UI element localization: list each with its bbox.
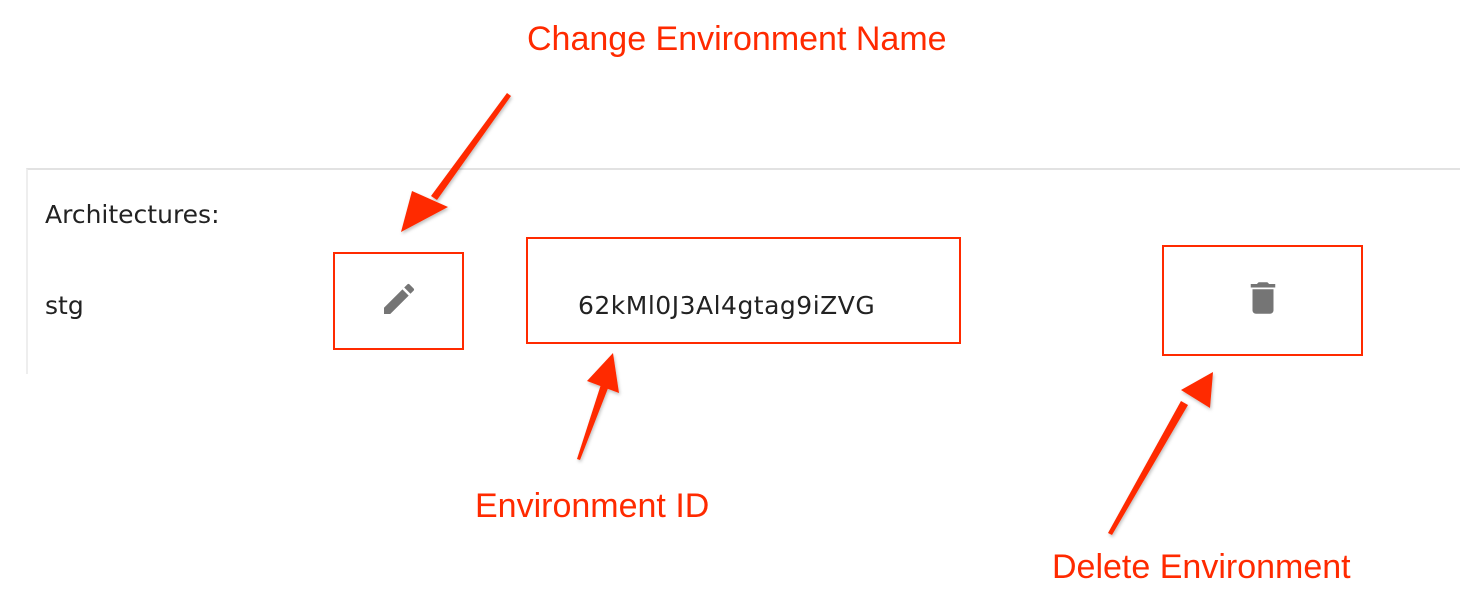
arrow-to-delete-icon <box>1108 372 1213 535</box>
environment-name: stg <box>45 291 84 320</box>
annotation-box-environment-id <box>526 237 961 344</box>
edit-environment-name-button[interactable] <box>334 253 463 349</box>
delete-environment-button[interactable] <box>1163 246 1362 355</box>
pencil-icon <box>379 279 419 324</box>
annotation-box-edit <box>333 252 464 350</box>
architectures-panel <box>26 168 1460 374</box>
environment-id-value: 62kMl0J3Al4gtag9iZVG <box>578 291 876 320</box>
annotation-delete-environment: Delete Environment <box>1052 548 1351 586</box>
trash-icon <box>1242 277 1284 324</box>
annotation-change-environment-name: Change Environment Name <box>527 20 947 58</box>
annotation-environment-id: Environment ID <box>475 487 710 525</box>
annotation-box-delete <box>1162 245 1363 356</box>
architectures-heading: Architectures: <box>45 200 220 229</box>
